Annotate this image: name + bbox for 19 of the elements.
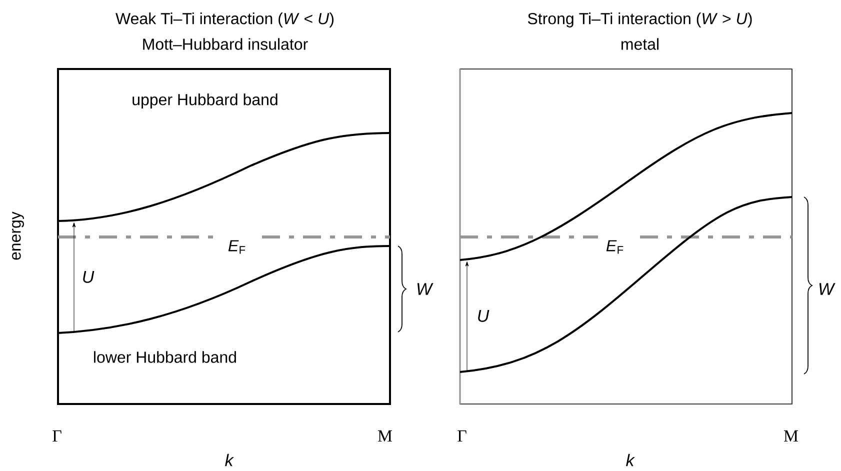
- fermi-level-label: E$_{F}$: [228, 240, 246, 254]
- gap-label: U: [478, 310, 490, 322]
- axis-label: energy: [12, 212, 24, 260]
- panel-subtitle: Mott–Hubbard insulator: [143, 38, 308, 50]
- bandwidth-label: W: [417, 283, 434, 295]
- tick-label: M: [784, 430, 798, 442]
- band-label: lower Hubbard band: [94, 351, 236, 363]
- gap-label: U: [83, 271, 94, 283]
- axis-label: k: [626, 454, 635, 466]
- tick-label: M: [378, 430, 392, 442]
- panel-title: Strong Ti–Ti interaction (W > U): [528, 12, 752, 28]
- tick-label: Γ: [52, 430, 62, 442]
- panel-subtitle: metal: [622, 38, 658, 50]
- band-label: upper Hubbard band: [132, 94, 278, 108]
- bandwidth-label: W: [819, 283, 836, 295]
- tick-label: Γ: [458, 430, 466, 442]
- panel-title: Weak Ti–Ti interaction (W < U): [116, 12, 334, 28]
- axis-label: k: [225, 454, 234, 466]
- fermi-level-label: E$_{F}$: [606, 240, 624, 254]
